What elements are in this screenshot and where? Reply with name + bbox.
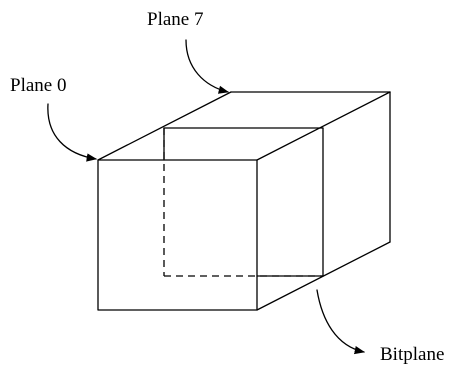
- plane-0-pointer: [47, 103, 98, 162]
- pointer-arrows: [47, 39, 366, 355]
- hidden-edges: [163, 128, 323, 277]
- label-plane-0: Plane 0: [10, 75, 66, 96]
- bitplane-pointer: [316, 289, 366, 355]
- label-bitplane: Bitplane: [380, 344, 444, 365]
- plane-7-pointer: [185, 39, 230, 94]
- front-face-plane-0: [97, 159, 258, 311]
- label-plane-7: Plane 7: [147, 9, 203, 30]
- top-right-diagonal: [256, 91, 391, 161]
- top-left-diagonal: [97, 91, 232, 161]
- cube-edges: [97, 91, 391, 311]
